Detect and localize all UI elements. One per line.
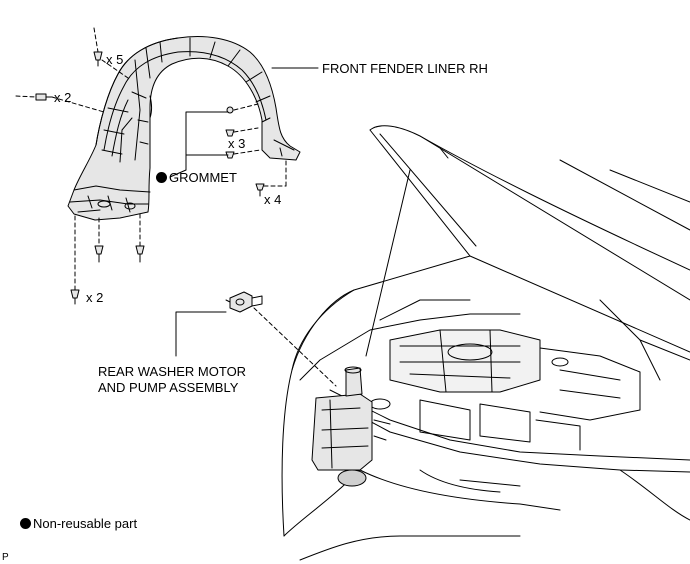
quantity-screw-left: x 2	[54, 90, 72, 105]
quantity-screw-bottom: x 2	[86, 290, 104, 305]
vehicle-engine-bay	[281, 125, 690, 561]
front-fender-liner-label: FRONT FENDER LINER RH	[322, 61, 488, 76]
clip-top	[93, 51, 103, 67]
rear-washer-motor-pump	[225, 291, 263, 313]
bottom-screws	[70, 245, 145, 305]
screw-left	[35, 93, 53, 101]
bolt-right	[255, 183, 265, 197]
grommet-label: GROMMET	[156, 170, 237, 185]
quantity-grommet: x 3	[228, 136, 246, 151]
grommet-text: GROMMET	[169, 170, 237, 185]
corner-code: P	[2, 552, 9, 563]
front-fender-liner-rh	[67, 36, 301, 221]
non-reusable-marker-icon	[156, 172, 167, 183]
legend-text: Non-reusable part	[33, 516, 138, 531]
washer-motor-label-line1: REAR WASHER MOTOR	[98, 364, 247, 379]
legend-marker-icon	[20, 518, 31, 529]
grommet-clips	[225, 106, 235, 159]
quantity-clip-top: x 5	[106, 52, 124, 67]
washer-motor-label-line2: AND PUMP ASSEMBLY	[98, 380, 239, 395]
legend: Non-reusable part	[20, 516, 137, 531]
quantity-bolt-right: x 4	[264, 192, 282, 207]
